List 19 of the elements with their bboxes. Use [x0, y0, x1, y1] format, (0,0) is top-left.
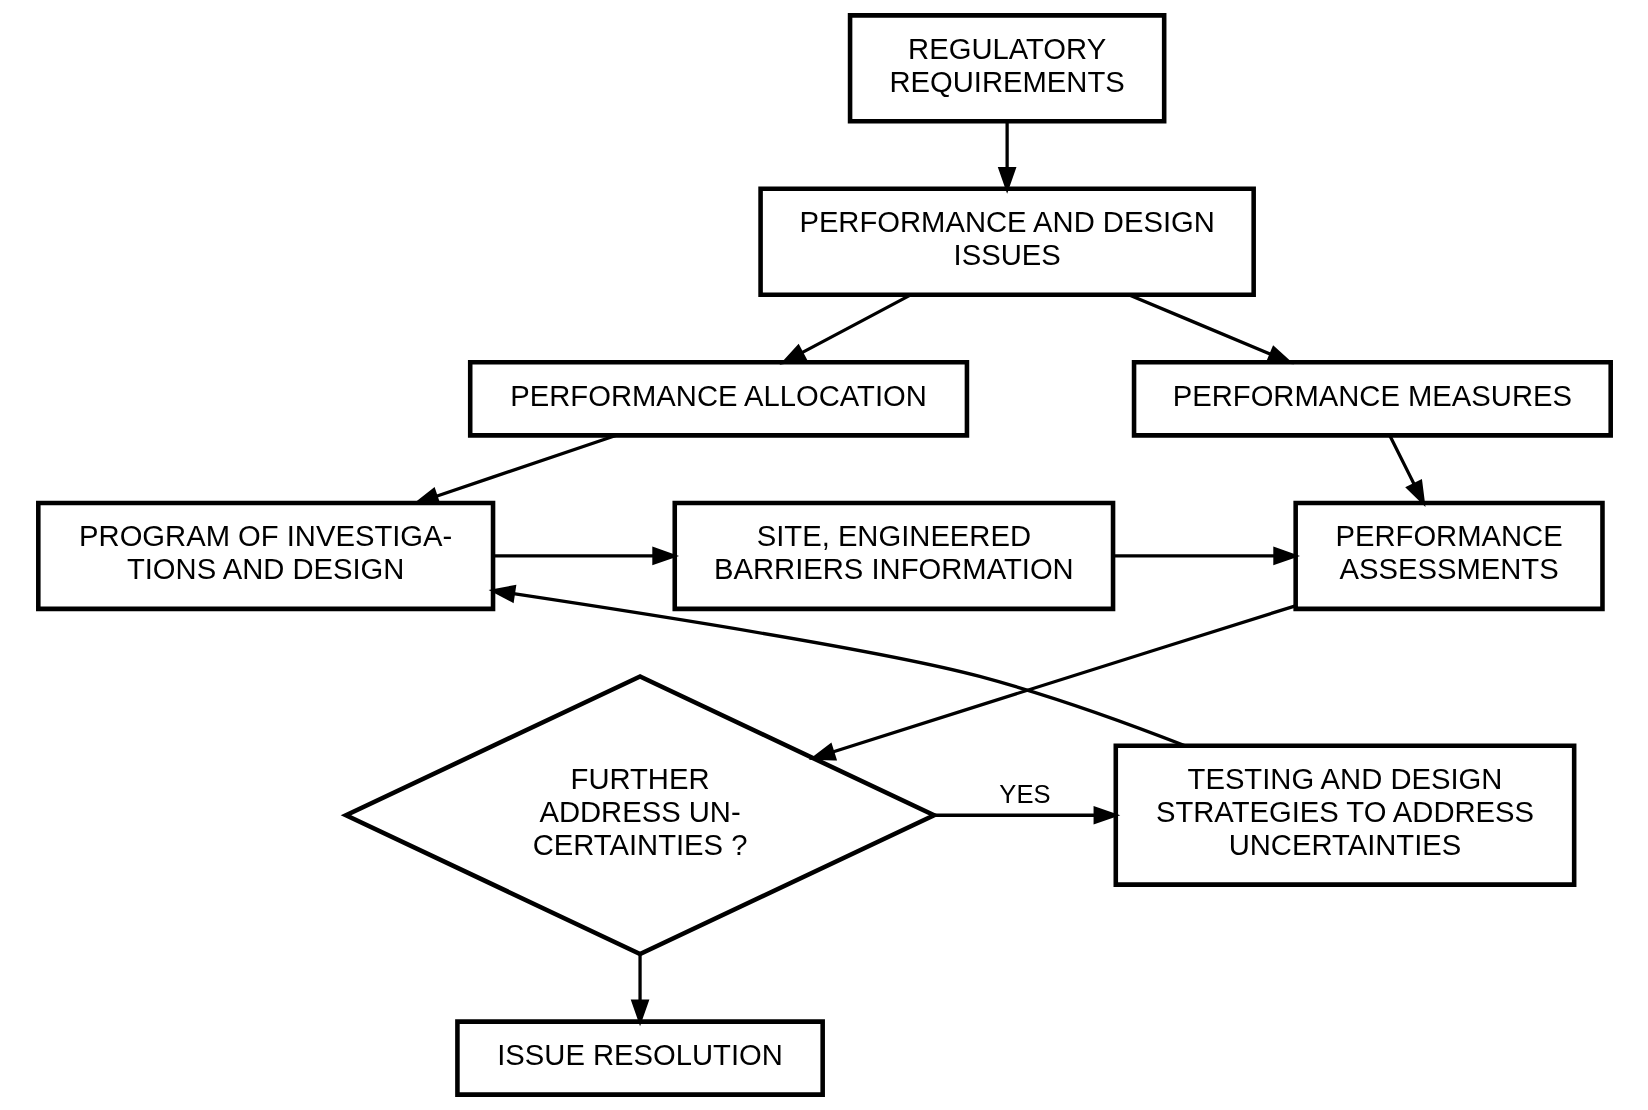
arrow [1128, 293, 1294, 365]
node-box: SITE, ENGINEERED BARRIERS INFORMATION [671, 500, 1115, 612]
arrow [1112, 546, 1300, 566]
arrow [492, 546, 679, 566]
node-box: ISSUE RESOLUTION [454, 1019, 825, 1097]
node-box: TESTING AND DESIGN STRATEGIES TO ADDRESS UNCERTAINTIES [1113, 743, 1576, 887]
arrow [933, 805, 1120, 825]
node-diamond: FURTHER ADDRESS UN- CERTAINTIES ? [340, 673, 939, 957]
node-box: PERFORMANCE ASSESSMENTS [1292, 500, 1605, 612]
arrow [997, 121, 1016, 194]
node-box: REGULATORY REQUIREMENTS [847, 13, 1166, 124]
arrow [630, 954, 649, 1027]
node-box: PROGRAM OF INVESTIGA- TIONS AND DESIGN [35, 500, 495, 612]
node-box: PERFORMANCE MEASURES [1131, 360, 1613, 438]
arrow [808, 604, 1296, 761]
edge-label: YES [998, 779, 1050, 808]
node-box: PERFORMANCE ALLOCATION [467, 360, 969, 438]
node-box: PERFORMANCE AND DESIGN ISSUES [757, 186, 1256, 298]
arrow [1387, 434, 1425, 507]
